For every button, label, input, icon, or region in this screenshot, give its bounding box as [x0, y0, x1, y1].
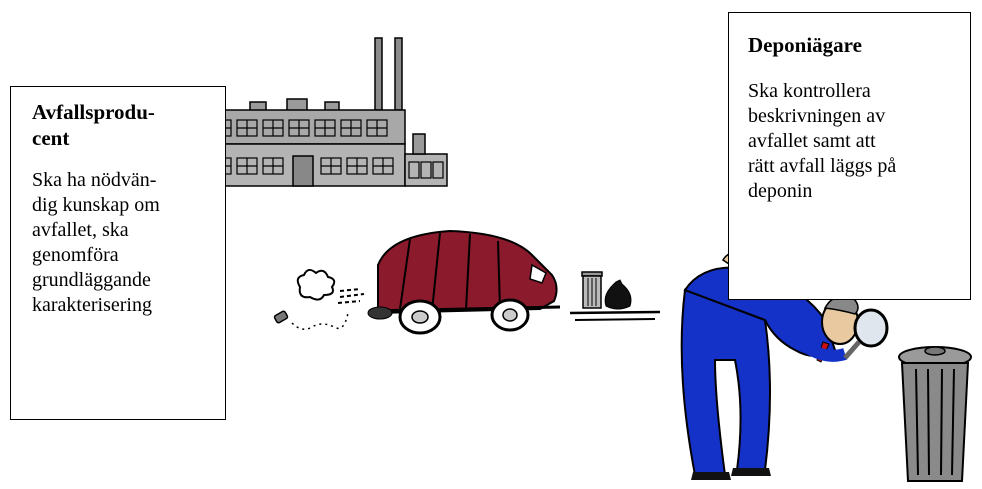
producer-title: Avfallsprodu- cent: [32, 99, 213, 151]
producer-box: Avfallsprodu- cent Ska ha nödvän- dig ku…: [10, 86, 226, 420]
large-trash-can-icon: [896, 345, 974, 485]
owner-title: Deponiägare: [748, 32, 958, 58]
garbage-truck-icon: [270, 225, 570, 340]
owner-description: Ska kontrollera beskrivningen av avfalle…: [748, 79, 958, 204]
owner-box: Deponiägare Ska kontrollera beskrivninge…: [728, 12, 971, 300]
garbage-bag-icon: [600, 278, 636, 312]
producer-description: Ska ha nödvän- dig kunskap om avfallet, …: [32, 168, 213, 318]
